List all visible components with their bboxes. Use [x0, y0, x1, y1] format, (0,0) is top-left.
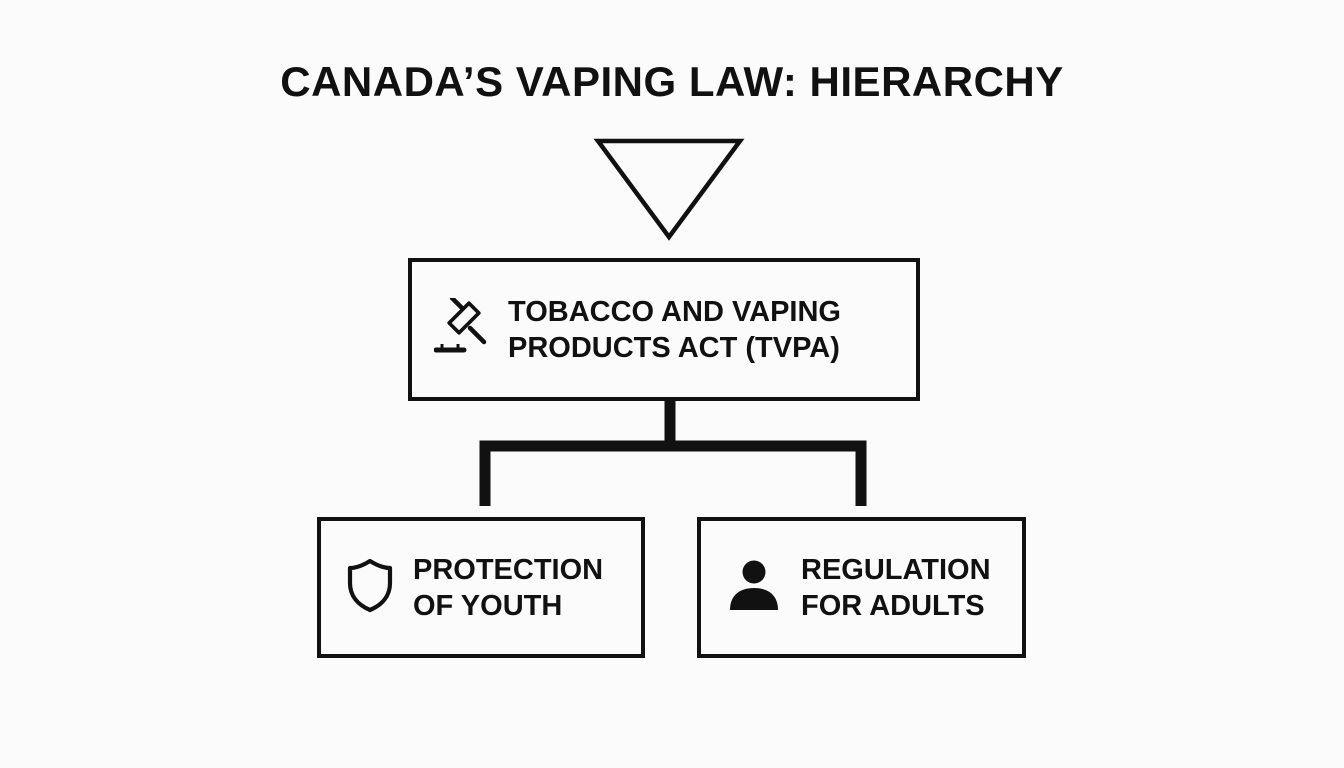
shield-icon: [347, 557, 393, 618]
node-regulation-for-adults: REGULATION FOR ADULTS: [697, 517, 1026, 658]
diagram-title: CANADA’S VAPING LAW: HIERARCHY: [280, 58, 1064, 105]
down-triangle-marker: [593, 138, 745, 241]
tvpa-label: TOBACCO AND VAPING PRODUCTS ACT (TVPA): [508, 295, 841, 364]
youth-label: PROTECTION OF YOUTH: [413, 553, 604, 622]
adults-label: REGULATION FOR ADULTS: [801, 553, 991, 622]
gavel-icon: [433, 295, 488, 361]
person-icon: [729, 558, 779, 617]
branch-connector: [479, 440, 867, 506]
node-tvpa: TOBACCO AND VAPING PRODUCTS ACT (TVPA): [408, 258, 920, 401]
node-protection-of-youth: PROTECTION OF YOUTH: [317, 517, 645, 658]
